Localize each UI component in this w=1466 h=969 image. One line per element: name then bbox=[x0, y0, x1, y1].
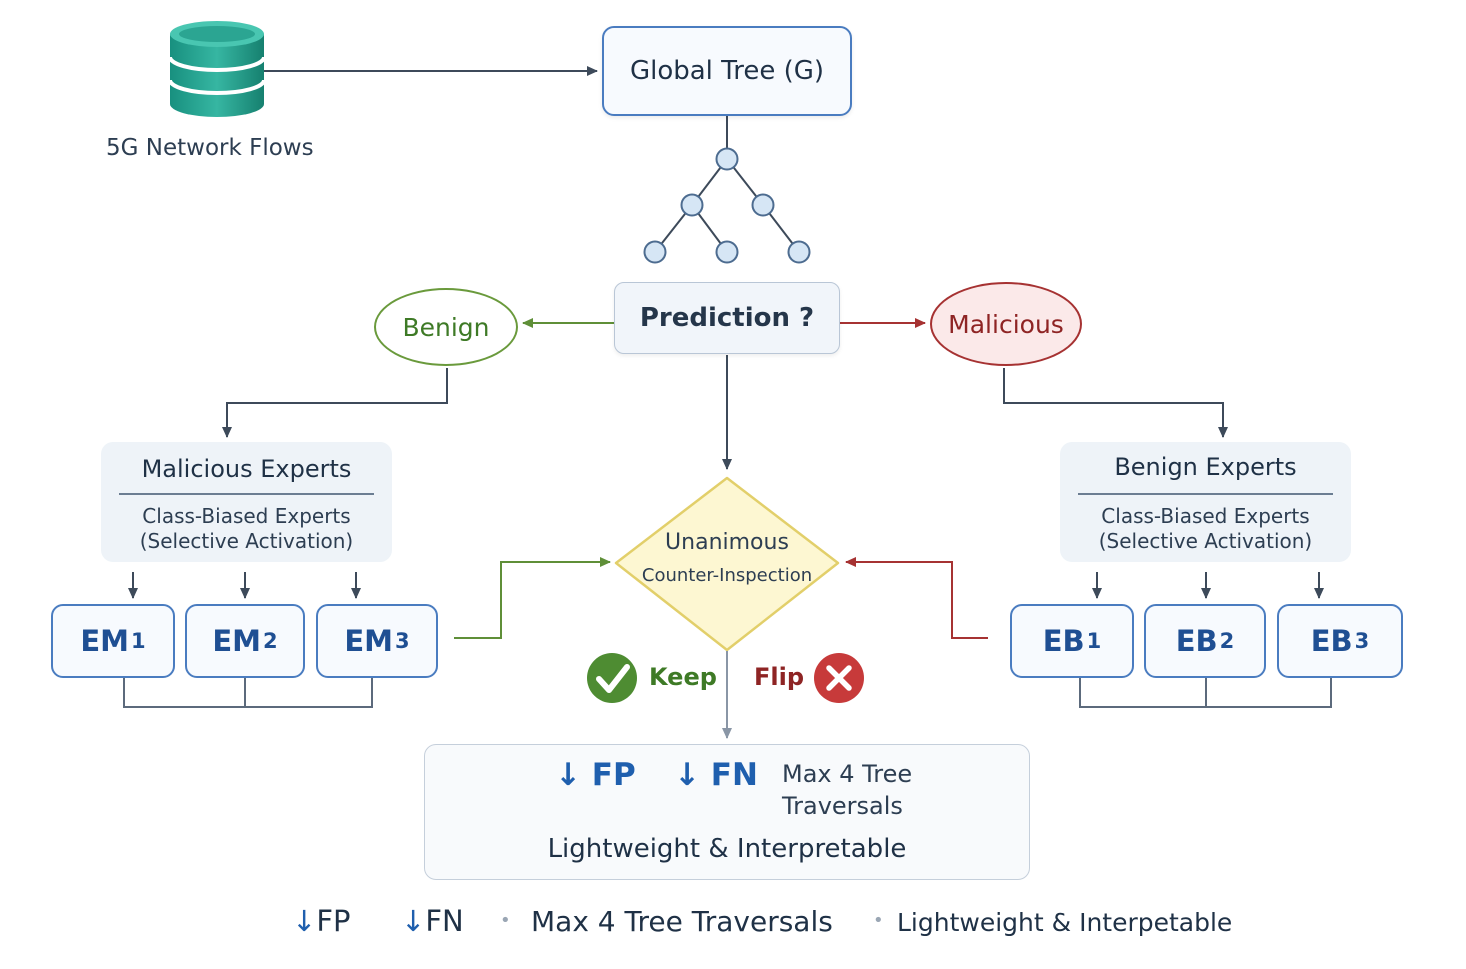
benign-label: Benign bbox=[402, 312, 490, 342]
decision-label-line1: Unanimous bbox=[665, 530, 789, 555]
summary-fp: ↓FP bbox=[292, 904, 350, 938]
arrow-malicious-to-experts bbox=[1003, 368, 1228, 438]
expert-name: EB bbox=[1042, 624, 1085, 658]
global-tree-node: Global Tree (G) bbox=[602, 26, 852, 116]
result-traversal-line1: Max 4 Tree bbox=[782, 760, 913, 788]
prediction-label: Prediction ? bbox=[639, 303, 815, 333]
down-arrow-icon: ↓ bbox=[674, 757, 700, 793]
result-traversal-line2: Traversals bbox=[782, 792, 903, 820]
malicious-node: Malicious bbox=[930, 282, 1082, 366]
benign-experts-panel: Benign Experts Class-Biased Experts (Sel… bbox=[1060, 442, 1351, 562]
source-label: 5G Network Flows bbox=[106, 135, 314, 161]
malicious-experts-title: Malicious Experts bbox=[141, 455, 352, 483]
result-fn: ↓ FN bbox=[674, 757, 758, 793]
down-arrow-icon: ↓ bbox=[401, 904, 426, 938]
keep-label: Keep bbox=[649, 663, 717, 691]
expert-name: EB bbox=[1175, 624, 1218, 658]
benign-experts-subtitle-1: Class-Biased Experts bbox=[1101, 504, 1310, 528]
summary-fn-label: FN bbox=[425, 904, 464, 938]
separator-dot: • bbox=[500, 910, 511, 931]
arrow-malicious-experts-to-decision bbox=[454, 557, 611, 639]
benign-experts-bracket bbox=[1079, 678, 1332, 708]
decision-label-line2: Counter-Inspection bbox=[641, 565, 813, 586]
malicious-experts-subtitle-2: (Selective Activation) bbox=[139, 529, 354, 553]
panel-divider bbox=[119, 493, 374, 495]
panel-divider bbox=[1078, 493, 1333, 495]
summary-fn: ↓FN bbox=[401, 904, 464, 938]
expert-index: 2 bbox=[1219, 629, 1235, 653]
prediction-node: Prediction ? bbox=[614, 282, 840, 354]
global-tree-label: Global Tree (G) bbox=[629, 56, 825, 86]
tree-graph-icon bbox=[643, 116, 811, 264]
benign-experts-title: Benign Experts bbox=[1114, 453, 1297, 481]
expert-index: 3 bbox=[1354, 629, 1370, 653]
down-arrow-icon: ↓ bbox=[555, 757, 581, 793]
expert-name: EM bbox=[344, 624, 394, 658]
result-fn-label: FN bbox=[710, 757, 758, 793]
malicious-experts-panel: Malicious Experts Class-Biased Experts (… bbox=[101, 442, 392, 562]
decision-diamond bbox=[614, 476, 840, 652]
check-icon bbox=[587, 653, 637, 703]
result-footer: Lightweight & Interpretable bbox=[547, 834, 907, 864]
benign-experts-subtitle-2: (Selective Activation) bbox=[1098, 529, 1313, 553]
expert-index: 1 bbox=[1086, 629, 1102, 653]
arrow-benign-to-experts bbox=[222, 368, 448, 438]
summary-fp-label: FP bbox=[316, 904, 351, 938]
summary-traversals: Max 4 Tree Traversals bbox=[531, 905, 833, 938]
expert-name: EB bbox=[1310, 624, 1353, 658]
expert-index: 3 bbox=[395, 629, 410, 653]
expert-activation-arrows bbox=[128, 572, 1324, 599]
separator-dot: • bbox=[873, 910, 884, 931]
flip-label: Flip bbox=[754, 663, 805, 691]
result-box bbox=[424, 744, 1030, 880]
x-circle-icon bbox=[814, 653, 864, 703]
malicious-label: Malicious bbox=[948, 309, 1064, 339]
summary-lightweight: Lightweight & Interpetable bbox=[897, 908, 1233, 937]
arrow-benign-experts-to-decision bbox=[845, 557, 988, 639]
result-fp-label: FP bbox=[591, 757, 636, 793]
expert-index: 1 bbox=[131, 629, 146, 653]
expert-name: EM bbox=[80, 624, 130, 658]
expert-index: 2 bbox=[263, 629, 278, 653]
benign-node: Benign bbox=[374, 288, 518, 366]
database-icon bbox=[168, 21, 266, 117]
malicious-experts-bracket bbox=[123, 678, 373, 708]
down-arrow-icon: ↓ bbox=[292, 904, 317, 938]
expert-name: EM bbox=[212, 624, 262, 658]
malicious-experts-subtitle-1: Class-Biased Experts bbox=[142, 504, 351, 528]
result-fp: ↓ FP bbox=[555, 757, 636, 793]
